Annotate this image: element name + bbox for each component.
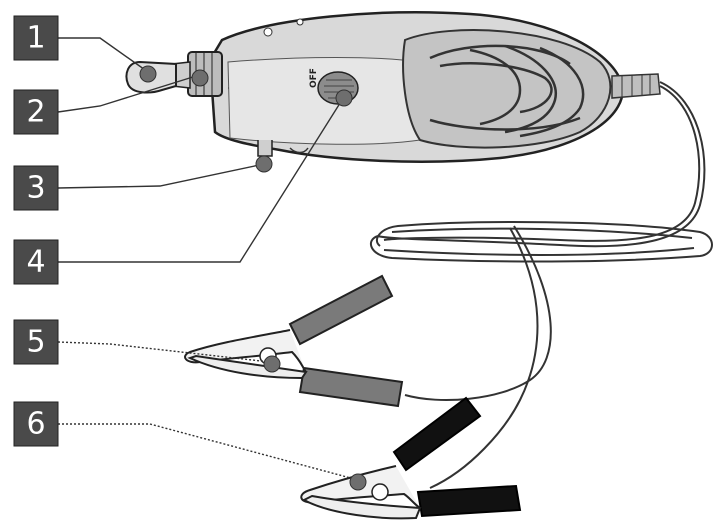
marker-1: [140, 66, 156, 82]
callout-badge-3: 3: [14, 166, 58, 210]
callout-badge-2: 2: [14, 90, 58, 134]
alligator-clip-black: [301, 398, 520, 518]
callout-badge-6: 6: [14, 402, 58, 446]
marker-2: [192, 70, 208, 86]
callout-badge-4: 4: [14, 240, 58, 284]
alligator-clip-gray: [185, 276, 402, 406]
callout-number-4: 4: [26, 245, 45, 280]
clip-gray-upper-grip: [290, 276, 392, 344]
callout-number-6: 6: [26, 407, 45, 442]
leader-line-6: [58, 424, 358, 480]
callout-badge-5: 5: [14, 320, 58, 364]
callout-number-5: 5: [26, 325, 45, 360]
leader-line-3: [58, 164, 264, 188]
marker-5: [264, 356, 280, 372]
cable-strain-relief: [612, 74, 660, 98]
callout-number-3: 3: [26, 171, 45, 206]
callout-number-2: 2: [26, 95, 45, 130]
marker-4: [336, 90, 352, 106]
marker-6: [350, 474, 366, 490]
clip-gray-lower-grip: [300, 368, 402, 406]
switch-label: OFF: [309, 68, 319, 88]
spindle-lock: [258, 140, 272, 156]
tool-body: OFF: [127, 12, 661, 161]
callout-badge-1: 1: [14, 16, 58, 60]
clip-black-upper-grip: [394, 398, 480, 470]
clip-black-lower-grip: [418, 486, 520, 516]
callout-number-1: 1: [26, 21, 45, 56]
marker-3: [256, 156, 272, 172]
